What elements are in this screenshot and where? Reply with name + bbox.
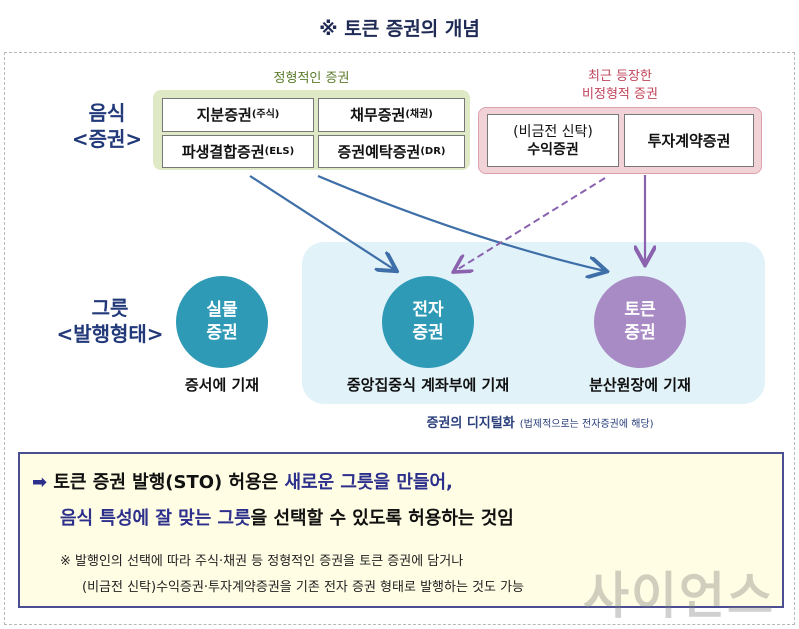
derivative-securities: 파생결합증권(ELS) bbox=[162, 135, 314, 168]
arrow-atypical-to-electronic bbox=[455, 177, 606, 271]
watermark: 사이언스 bbox=[583, 567, 775, 625]
food-label-sub: <증권> bbox=[71, 127, 143, 151]
summary-box: ➡ 토큰 증권 발행(STO) 허용은 새로운 그릇을 만들어, 음식 특성에 … bbox=[18, 452, 784, 608]
standard-title: 정형적인 증권 bbox=[273, 71, 350, 86]
summary-note-1: ※ 발행인의 선택에 따라 주식·채권 등 정형적인 증권을 토큰 증권에 담거… bbox=[60, 554, 464, 569]
vessel-label-sub: <발행형태> bbox=[56, 322, 164, 346]
electronic-caption: 중앙집중식 계좌부에 기재 bbox=[346, 376, 510, 394]
debt-securities: 채무증권(채권) bbox=[318, 98, 465, 132]
summary-line-1: ➡ 토큰 증권 발행(STO) 허용은 새로운 그릇을 만들어, bbox=[32, 472, 453, 493]
arrow-standard-to-token bbox=[317, 174, 605, 271]
food-label: 음식 <증권> bbox=[62, 100, 152, 152]
token-caption: 분산원장에 기재 bbox=[589, 376, 691, 394]
vessel-label-main: 그릇 bbox=[91, 296, 129, 320]
summary-line-2: 음식 특성에 잘 맞는 그릇을 선택할 수 있도록 허용하는 것임 bbox=[60, 508, 514, 529]
physical-caption: 증서에 기재 bbox=[184, 376, 260, 394]
depositary-receipts: 증권예탁증권(DR) bbox=[318, 135, 465, 168]
digitalization-caption: 증권의 디지털화 (법제적으로는 전자증권에 해당) bbox=[426, 416, 654, 431]
beneficiary-certificates: (비금전 신탁)수익증권 bbox=[487, 114, 619, 167]
vessel-label: 그릇 <발행형태> bbox=[55, 295, 165, 347]
arrow-standard-to-electronic bbox=[249, 175, 395, 270]
diagram-frame bbox=[4, 52, 795, 625]
page-title: ※ 토큰 증권의 개념 bbox=[319, 18, 480, 40]
equity-securities: 지분증권(주식) bbox=[162, 98, 314, 132]
investment-contract-securities: 투자계약증권 bbox=[624, 114, 754, 167]
summary-note-2: (비금전 신탁)수익증권·투자계약증권을 기존 전자 증권 형태로 발행하는 것… bbox=[82, 580, 525, 595]
food-label-main: 음식 bbox=[88, 101, 126, 125]
arrow-right-icon: ➡ bbox=[32, 472, 48, 493]
